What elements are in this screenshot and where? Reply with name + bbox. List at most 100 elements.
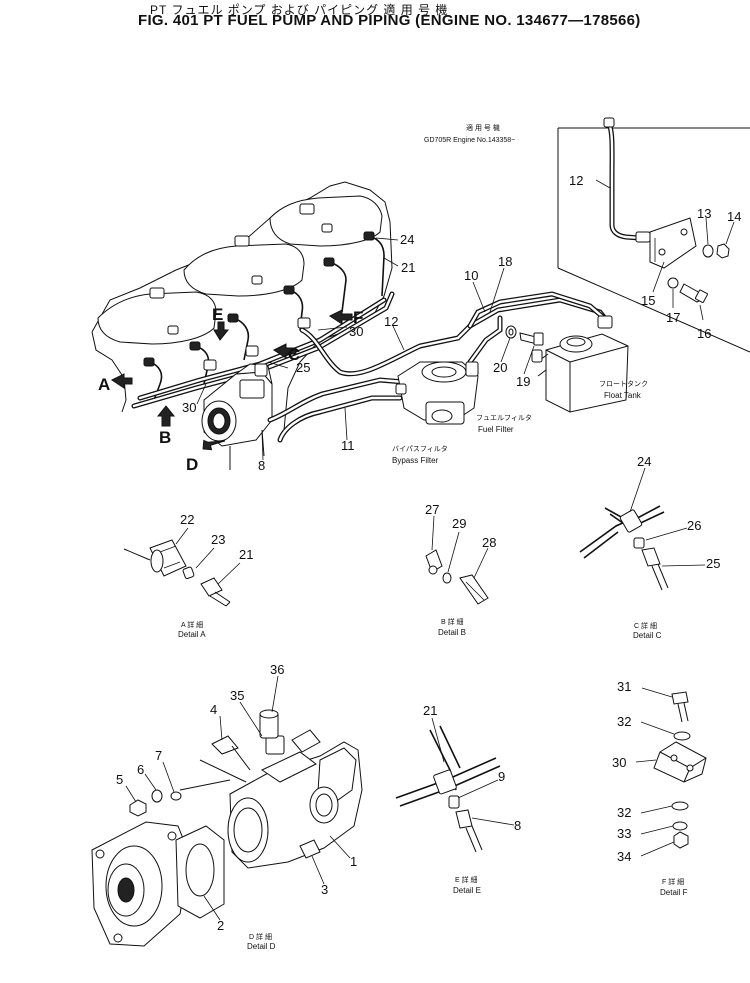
callout-d-7: 7 bbox=[155, 748, 162, 763]
detail-d-bolt-4 bbox=[211, 735, 239, 755]
detail-b-label-jp: B 詳 細 bbox=[441, 617, 464, 626]
detail-f-nut-34 bbox=[673, 831, 689, 849]
detail-b-drawing bbox=[425, 515, 489, 605]
detail-a-part-21 bbox=[200, 577, 223, 597]
callout-e-9: 9 bbox=[498, 769, 505, 784]
inset-washer-17 bbox=[667, 277, 679, 289]
detail-f-bolt-31 bbox=[671, 691, 689, 705]
detail-d-nut-5 bbox=[129, 799, 147, 817]
float-tank-label-jp: フロートタンク bbox=[599, 379, 648, 388]
callout-f-30: 30 bbox=[612, 755, 626, 770]
callout-f-32b: 32 bbox=[617, 805, 631, 820]
fuel-filter bbox=[395, 361, 479, 425]
inset-pipe-fitting bbox=[603, 117, 615, 128]
inset-pipe-connector bbox=[635, 231, 651, 243]
float-tank bbox=[531, 315, 629, 413]
fuel-pump-main bbox=[201, 363, 273, 470]
detail-f-label-jp: F 詳 細 bbox=[662, 877, 684, 886]
callout-c-25: 25 bbox=[706, 556, 720, 571]
detail-f-label-en: Detail F bbox=[660, 888, 688, 897]
main-leaders bbox=[196, 237, 535, 461]
callout-main-24: 24 bbox=[400, 232, 414, 247]
detail-d-bolt-3 bbox=[299, 839, 321, 859]
callout-c-24: 24 bbox=[637, 454, 651, 469]
arrow-b bbox=[156, 405, 176, 427]
callout-main-8: 8 bbox=[258, 458, 265, 473]
detail-d-drawing bbox=[91, 675, 363, 947]
callout-f-33: 33 bbox=[617, 826, 631, 841]
callout-e-8: 8 bbox=[514, 818, 521, 833]
pipe-10 bbox=[467, 291, 607, 329]
inset-pipe-12 bbox=[606, 121, 643, 241]
figure-title: FIG. 401 PT FUEL PUMP AND PIPING (ENGINE… bbox=[138, 12, 641, 29]
detail-d-part-35 bbox=[265, 735, 285, 755]
detail-d-washer-6 bbox=[151, 789, 163, 803]
callout-inset-14: 14 bbox=[727, 209, 741, 224]
callout-d-2: 2 bbox=[217, 918, 224, 933]
callout-d-6: 6 bbox=[137, 762, 144, 777]
detail-b-part-29 bbox=[442, 572, 452, 584]
callout-c-26: 26 bbox=[687, 518, 701, 533]
callout-b-29: 29 bbox=[452, 516, 466, 531]
view-label-d: D bbox=[186, 455, 198, 474]
detail-e-label-jp: E 詳 細 bbox=[455, 875, 478, 884]
inset-note-en: GD705R Engine No.143358~ bbox=[424, 137, 515, 144]
callout-main-12: 12 bbox=[384, 314, 398, 329]
detail-f-clamp-30 bbox=[653, 741, 707, 783]
callout-f-32a: 32 bbox=[617, 714, 631, 729]
callout-a-21: 21 bbox=[239, 547, 253, 562]
inset-washer-13 bbox=[702, 244, 714, 258]
callout-main-20: 20 bbox=[493, 360, 507, 375]
arrow-d bbox=[202, 439, 226, 451]
callout-a-22: 22 bbox=[180, 512, 194, 527]
inset-nut-14 bbox=[716, 243, 730, 259]
arrow-f bbox=[329, 309, 353, 325]
valve-cover-3 bbox=[97, 291, 217, 345]
detail-d-label-en: Detail D bbox=[247, 942, 276, 951]
valve-cover-2 bbox=[183, 243, 305, 297]
callout-e-21: 21 bbox=[423, 703, 437, 718]
detail-c-part-26 bbox=[633, 537, 645, 549]
callout-d-35: 35 bbox=[230, 688, 244, 703]
detail-d-label-jp: D 詳 細 bbox=[249, 932, 272, 941]
detail-b-label-en: Detail B bbox=[438, 628, 466, 637]
detail-e-label-en: Detail E bbox=[453, 886, 481, 895]
bypass-filter-label-en: Bypass Filter bbox=[392, 456, 439, 465]
detail-c-part-25 bbox=[641, 547, 661, 567]
view-label-a: A bbox=[98, 375, 110, 394]
inset-box bbox=[557, 117, 750, 353]
detail-a-part-23 bbox=[182, 566, 195, 580]
inset-note-jp: 適 用 号 機 bbox=[466, 123, 500, 132]
callout-d-1: 1 bbox=[350, 854, 357, 869]
bypass-filter-label-jp: バイパスフィルタ bbox=[392, 444, 448, 453]
callout-inset-17: 17 bbox=[666, 310, 680, 325]
view-label-b: B bbox=[159, 428, 171, 447]
view-label-c: C bbox=[288, 345, 300, 364]
title-japanese: PT フュエル ポンプ および パイピング 適 用 号 機 bbox=[150, 3, 449, 17]
detail-f-washer-32b bbox=[671, 801, 689, 811]
detail-c-label-jp: C 詳 細 bbox=[634, 621, 657, 630]
callout-d-5: 5 bbox=[116, 772, 123, 787]
callout-main-30b: 30 bbox=[182, 400, 196, 415]
float-tank-label-en: Float Tank bbox=[604, 391, 642, 400]
callout-d-36: 36 bbox=[270, 662, 284, 677]
detail-a-label-en: Detail A bbox=[178, 630, 206, 639]
callout-inset-13: 13 bbox=[697, 206, 711, 221]
callout-f-31: 31 bbox=[617, 679, 631, 694]
detail-c-drawing bbox=[579, 467, 706, 591]
callout-f-34: 34 bbox=[617, 849, 631, 864]
callout-main-30a: 30 bbox=[349, 324, 363, 339]
callout-main-10: 10 bbox=[464, 268, 478, 283]
detail-e-part-8 bbox=[455, 809, 473, 829]
arrow-e bbox=[213, 321, 230, 341]
arrow-a bbox=[111, 373, 133, 389]
detail-d-washer-7 bbox=[170, 791, 182, 801]
bolt-19-washer-20 bbox=[505, 325, 544, 346]
callout-main-11: 11 bbox=[341, 438, 355, 453]
callout-b-28: 28 bbox=[482, 535, 496, 550]
callout-inset-15: 15 bbox=[641, 293, 655, 308]
callout-inset-16: 16 bbox=[697, 326, 711, 341]
detail-a-drawing bbox=[123, 527, 241, 607]
callout-d-4: 4 bbox=[210, 702, 217, 717]
